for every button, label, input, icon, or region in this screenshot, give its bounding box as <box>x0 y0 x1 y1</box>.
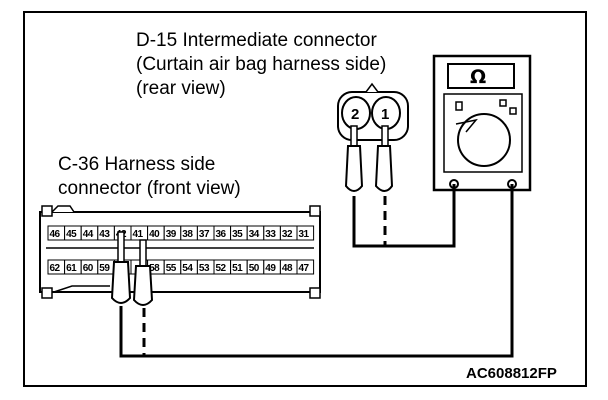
c36-pin-cell <box>296 225 315 241</box>
figure-code: AC608812FP <box>466 365 557 382</box>
c36-pin-label: 36 <box>216 229 227 240</box>
c36-pin-label: 59 <box>99 263 110 274</box>
c36-pin-label: 61 <box>66 263 77 274</box>
wiring <box>119 184 514 358</box>
d15-label-line3: (rear view) <box>136 78 226 99</box>
c36-pin-label: 47 <box>299 263 310 274</box>
c36-pin-label: 34 <box>249 229 260 240</box>
c36-top-row: 46454443424140393837363534333231 <box>47 225 315 241</box>
c36-pin-label: 31 <box>299 229 310 240</box>
d15-probe-right <box>374 125 394 192</box>
c36-pin-label: 62 <box>50 263 61 274</box>
c36-bottom-row: 62 61 60 59 58 55 54 53 52 51 50 49 48 47 <box>47 259 315 275</box>
ohmmeter: Ω <box>432 54 532 192</box>
c36-probe-right <box>132 239 154 306</box>
c36-pin-label: 35 <box>232 229 243 240</box>
figure-frame <box>23 11 587 387</box>
c36-pin-label: 58 <box>149 263 160 274</box>
d15-probe-left <box>344 125 364 192</box>
c36-pin-label: 48 <box>282 263 293 274</box>
c36-pin-label: 41 <box>133 229 144 240</box>
c36-pin-label: 50 <box>249 263 260 274</box>
c36-pin-label: 55 <box>166 263 177 274</box>
c36-pin-label: 45 <box>66 229 77 240</box>
c36-pin-label: 44 <box>83 229 94 240</box>
c36-pin-cell <box>296 259 315 275</box>
d15-pin-1: 1 <box>381 106 389 123</box>
d15-connector: 2 1 <box>337 82 409 141</box>
c36-pin-label: 38 <box>182 229 193 240</box>
d15-label-line1: D-15 Intermediate connector <box>136 30 377 51</box>
c36-probe-left <box>110 231 132 304</box>
c36-pin-label: 40 <box>149 229 160 240</box>
c36-pin-label: 33 <box>265 229 276 240</box>
wire-c36-to-meter <box>119 184 514 358</box>
d15-pin-2: 2 <box>351 106 359 123</box>
c36-pin-label: 54 <box>182 263 193 274</box>
ohm-symbol: Ω <box>470 66 486 88</box>
c36-pin-label: 32 <box>282 229 293 240</box>
c36-pin-label: 53 <box>199 263 210 274</box>
c36-pin-label: 51 <box>232 263 243 274</box>
c36-pin-label: 39 <box>166 229 177 240</box>
c36-pin-label: 46 <box>50 229 61 240</box>
wire-d15-to-meter <box>352 184 456 248</box>
c36-label-line2: connector (front view) <box>58 178 241 199</box>
c36-pin-label: 60 <box>83 263 94 274</box>
c36-pin-label: 37 <box>199 229 210 240</box>
d15-label-line2: (Curtain air bag harness side) <box>136 54 386 75</box>
c36-label-line1: C-36 Harness side <box>58 154 215 175</box>
c36-pin-label: 43 <box>99 229 110 240</box>
c36-pin-label: 52 <box>216 263 227 274</box>
c36-pin-label: 49 <box>265 263 276 274</box>
c36-connector: 46454443424140393837363534333231 6261605… <box>39 205 321 299</box>
